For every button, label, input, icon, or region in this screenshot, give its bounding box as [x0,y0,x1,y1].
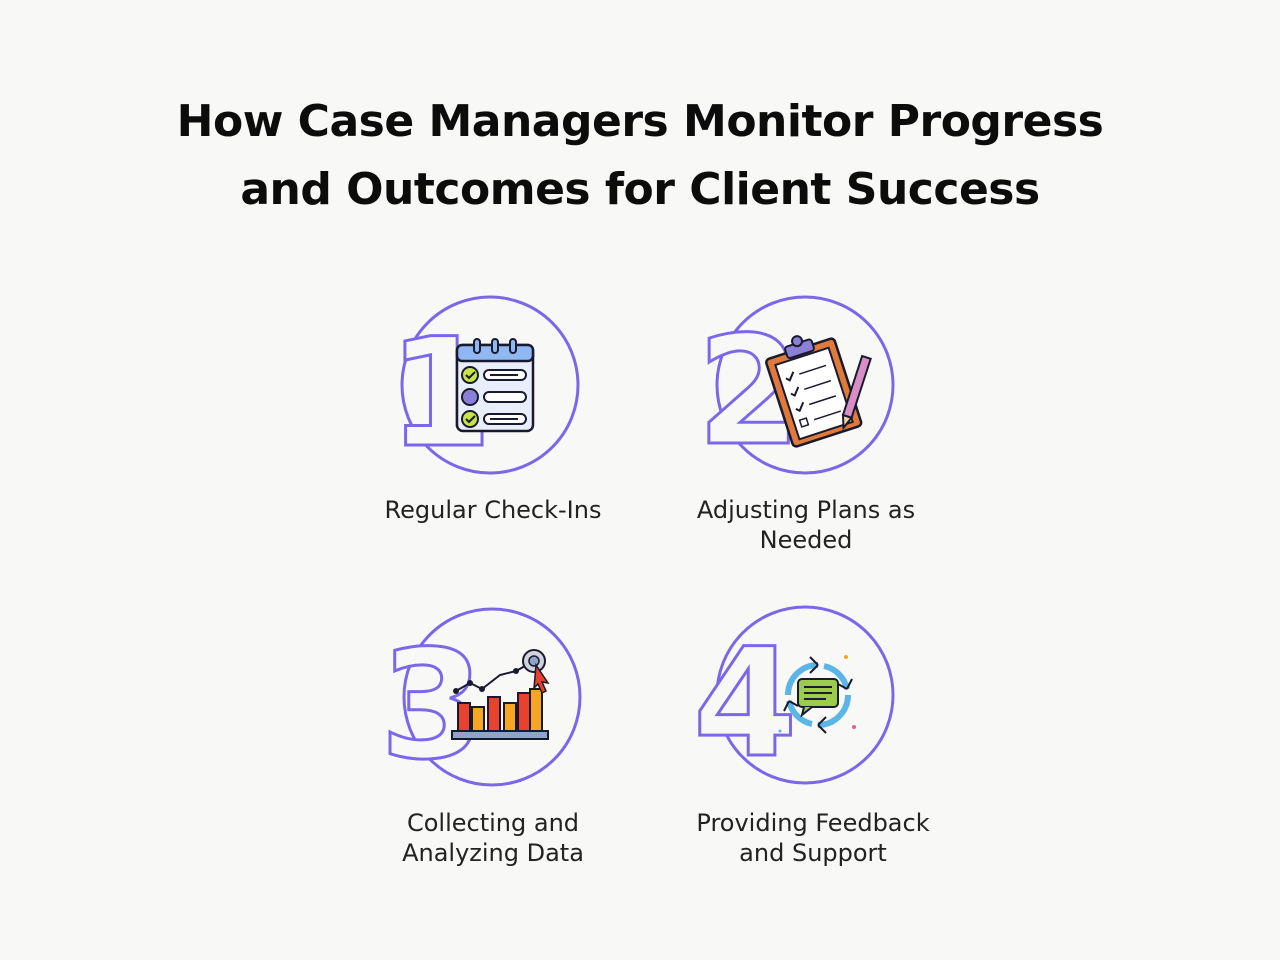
step-2-badge: 2 [696,295,895,481]
step-1-label: Regular Check-Ins [384,496,602,524]
step-2-number: 2 [697,305,801,479]
step-2-label: Adjusting Plans as Needed [696,496,916,554]
step-4-number: 4 [693,617,797,791]
step-2: 2 [695,293,905,481]
step-3-label: Collecting and Analyzing Data [402,809,584,867]
title-line-1: How Case Managers Monitor Progress [176,96,1104,147]
feedback-cycle-icon [778,655,856,734]
step-3-circle [402,607,582,787]
step-1-badge: 1 [387,295,580,483]
step-3-number: 3 [380,619,484,793]
title-line-2: and Outcomes for Client Success [240,164,1040,215]
step-3-badge: 3 [379,607,582,795]
step-4-label: Providing Feedback and Support [696,809,930,867]
step-2-circle [715,295,895,475]
step-4-circle [715,605,895,785]
clipboard-pencil-icon [765,335,872,448]
step-4-badge: 4 [692,605,895,793]
step-1: 1 [380,295,590,483]
step-3: 3 [379,607,590,795]
bar-chart-analytics-icon [451,649,550,740]
page-title: How Case Managers Monitor Progress and O… [0,88,1280,224]
checklist-calendar-icon [455,338,535,433]
step-1-number: 1 [388,307,492,481]
step-4: 4 [692,605,903,793]
step-1-circle [400,295,580,475]
